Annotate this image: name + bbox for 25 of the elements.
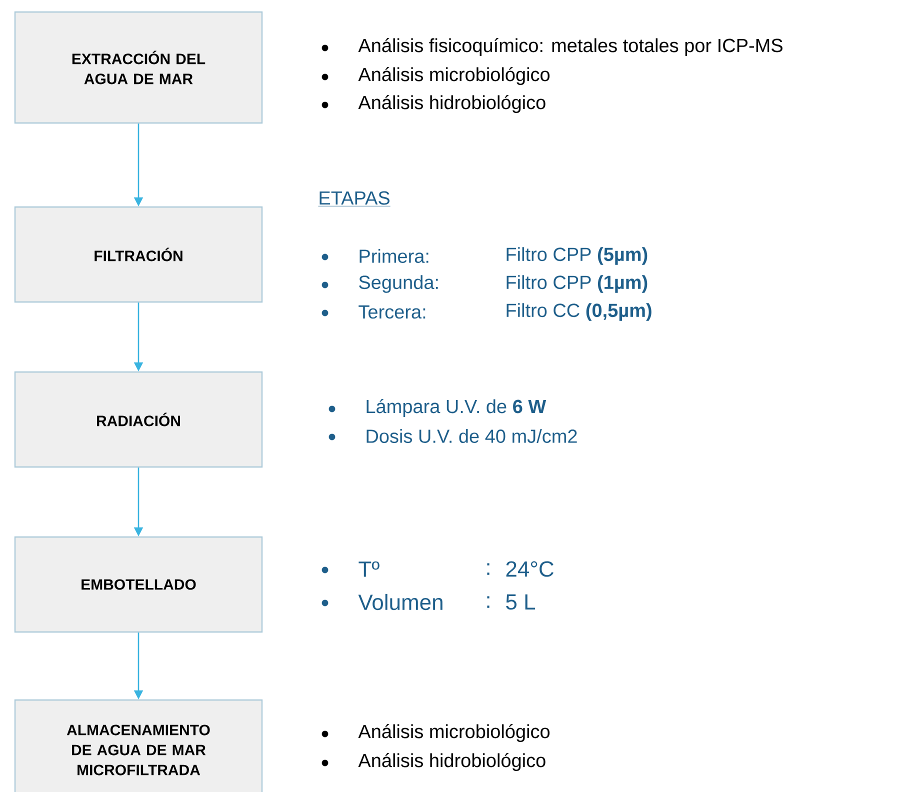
list-item: Lámpara U.V. de 6 W xyxy=(366,399,546,417)
section-heading: ETAPAS xyxy=(318,191,391,206)
process-box: EMBOTELLADO xyxy=(14,536,263,633)
list-item: 5 L xyxy=(506,594,536,610)
list-item: : xyxy=(487,596,490,608)
process-box: ALMACENAMIENTO DE AGUA DE MAR MICROFILTRADA xyxy=(14,699,263,792)
list-item: Análisis microbiológico xyxy=(358,724,550,742)
process-box: EXTRACCIÓN DEL AGUA DE MAR xyxy=(14,11,263,124)
list-item: Tº xyxy=(358,561,380,577)
list-item: Dosis U.V. de 40 mJ/cm2 xyxy=(366,429,577,443)
list-item: Filtro CPP (1µm) xyxy=(506,275,648,293)
list-item: Tercera: xyxy=(358,305,426,319)
list-item: Análisis hidrobiológico xyxy=(358,95,546,113)
list-item: Segunda: xyxy=(359,275,438,293)
list-item: Análisis fisicoquímico: metales totales por ICP-MS xyxy=(358,38,782,56)
list-item: Primera: xyxy=(360,249,428,263)
list-item: Volumen xyxy=(358,594,442,610)
list-item: Filtro CPP (5µm) xyxy=(506,247,648,265)
list-item: : xyxy=(487,563,490,575)
process-box: RADIACIÓN xyxy=(14,371,263,468)
list-item: Análisis microbiológico xyxy=(358,67,550,85)
list-item: Análisis hidrobiológico xyxy=(358,753,546,771)
list-item: Filtro CC (0,5µm) xyxy=(506,303,652,321)
process-box: FILTRACIÓN xyxy=(14,206,263,303)
list-item: 24°C xyxy=(506,561,554,577)
